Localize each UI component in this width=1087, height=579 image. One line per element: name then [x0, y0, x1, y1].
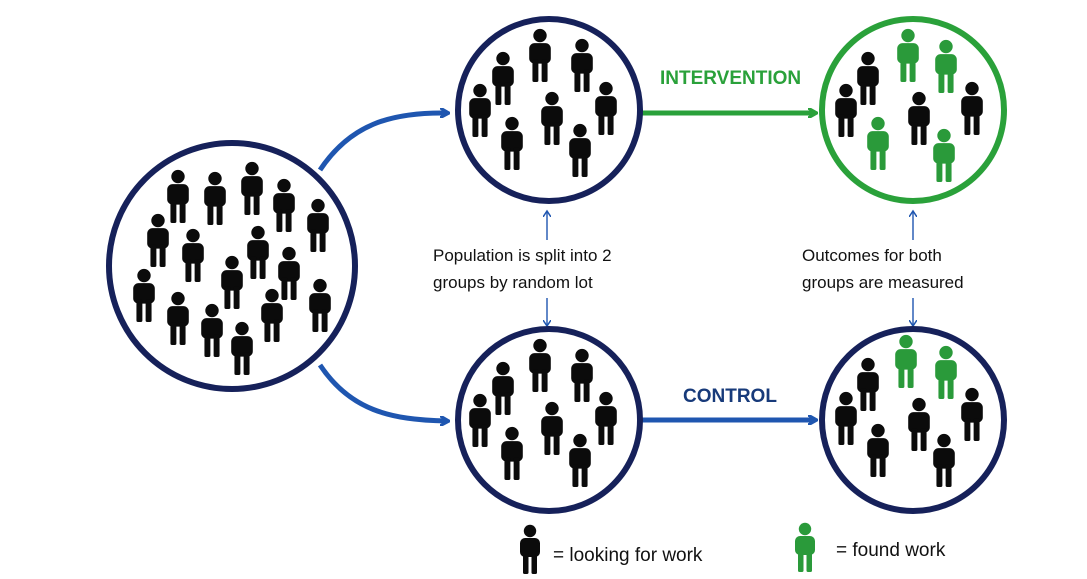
split-arrow-top [317, 113, 447, 172]
legend: = looking for work = found work [520, 522, 946, 574]
legend-found-label: = found work [836, 540, 946, 561]
measure-caption-line2: groups are measured [802, 273, 964, 292]
legend-looking-label: = looking for work [553, 545, 703, 566]
control-label: CONTROL [683, 386, 777, 407]
legend-looking-person-icon [520, 524, 540, 574]
legend-found-person-icon [795, 522, 815, 572]
intervention-label: INTERVENTION [660, 68, 801, 89]
split-arrow-bottom [317, 363, 447, 421]
split-caption-line1: Population is split into 2 [433, 246, 612, 265]
measure-caption-line1: Outcomes for both [802, 246, 942, 265]
split-caption-line2: groups by random lot [433, 273, 593, 292]
